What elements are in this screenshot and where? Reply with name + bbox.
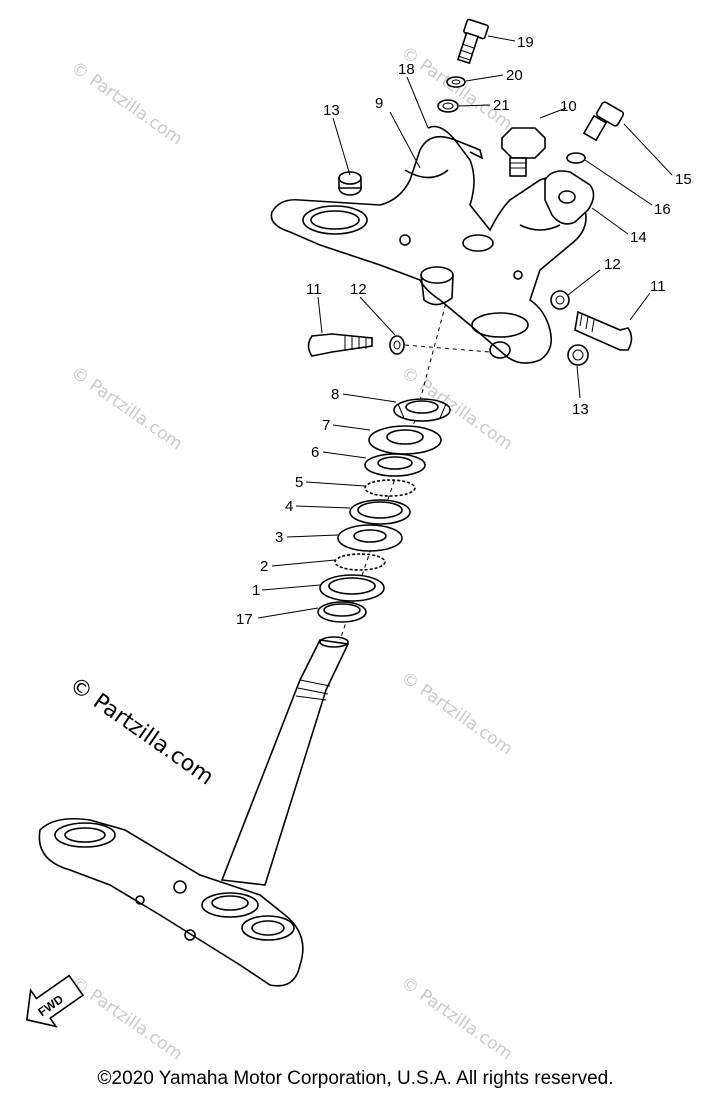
lower-bracket: [38, 817, 304, 987]
leader-lines: [257, 35, 673, 619]
part-label: 7: [322, 417, 330, 434]
part-label: 2: [260, 558, 268, 575]
part-label: 14: [630, 229, 647, 246]
part-label: 12: [604, 256, 621, 273]
part-label: 8: [331, 386, 339, 403]
watermark: © Partzilla.com: [397, 43, 516, 135]
race-6: [364, 453, 426, 477]
part-label: 11: [306, 281, 322, 298]
part-label: 19: [517, 34, 534, 51]
part-label: 18: [398, 61, 415, 78]
bolt-19: [456, 18, 489, 65]
race-1: [319, 574, 385, 602]
ring-nut-8: [393, 398, 451, 422]
ball-bearing-5: [364, 479, 416, 497]
dust-seal-17: [317, 601, 367, 623]
watermark: © Partzilla.com: [67, 363, 186, 455]
part-number-labels: 19 20 21 18 10 9 13 15 16 14 12 11 11 12…: [236, 34, 692, 628]
bolt-11-left: [307, 333, 373, 357]
part-label: 13: [323, 102, 340, 119]
part-label: 15: [675, 171, 692, 188]
washer-20: [446, 76, 466, 88]
watermark: © Partzilla.com: [67, 973, 186, 1065]
part-label: 20: [506, 67, 523, 84]
part-label: 9: [375, 95, 383, 112]
part-label: 11: [650, 278, 666, 295]
lock-washer-18: [427, 125, 484, 160]
race-4: [349, 499, 411, 525]
crown-nut-10: [501, 127, 546, 177]
part-label: 21: [493, 97, 510, 114]
washer-12-right: [550, 290, 570, 310]
part-label: 6: [311, 444, 319, 461]
collar-13-top: [338, 171, 362, 196]
watermark-feature: © Partzilla.com: [65, 672, 218, 790]
part-label: 1: [252, 582, 260, 599]
bolt-11-right: [574, 310, 633, 351]
cover-7: [368, 425, 442, 455]
holder-14: [544, 170, 595, 225]
washer-12-left: [389, 335, 405, 355]
fwd-arrow-badge: FWD: [25, 974, 85, 1028]
part-label: 16: [654, 201, 671, 218]
steering-stem: [220, 636, 350, 886]
ball-bearing-2: [334, 553, 386, 571]
part-label: 3: [275, 529, 283, 546]
part-label: 5: [295, 474, 303, 491]
race-3: [337, 524, 403, 552]
watermark: © Partzilla.com: [397, 973, 516, 1065]
part-label: 12: [350, 281, 367, 298]
watermark: © Partzilla.com: [67, 58, 186, 150]
bolt-15: [582, 101, 625, 142]
part-label: 4: [285, 498, 293, 515]
washer-21: [437, 99, 459, 113]
upper-bracket: [270, 135, 587, 364]
washer-16: [566, 152, 586, 164]
collar-13-bottom: [567, 344, 589, 366]
copyright-notice: ©2020 Yamaha Motor Corporation, U.S.A. A…: [97, 1068, 614, 1089]
part-label: 17: [236, 611, 253, 628]
part-label: 13: [572, 401, 589, 418]
watermark: © Partzilla.com: [397, 668, 516, 760]
part-label: 10: [560, 98, 577, 115]
